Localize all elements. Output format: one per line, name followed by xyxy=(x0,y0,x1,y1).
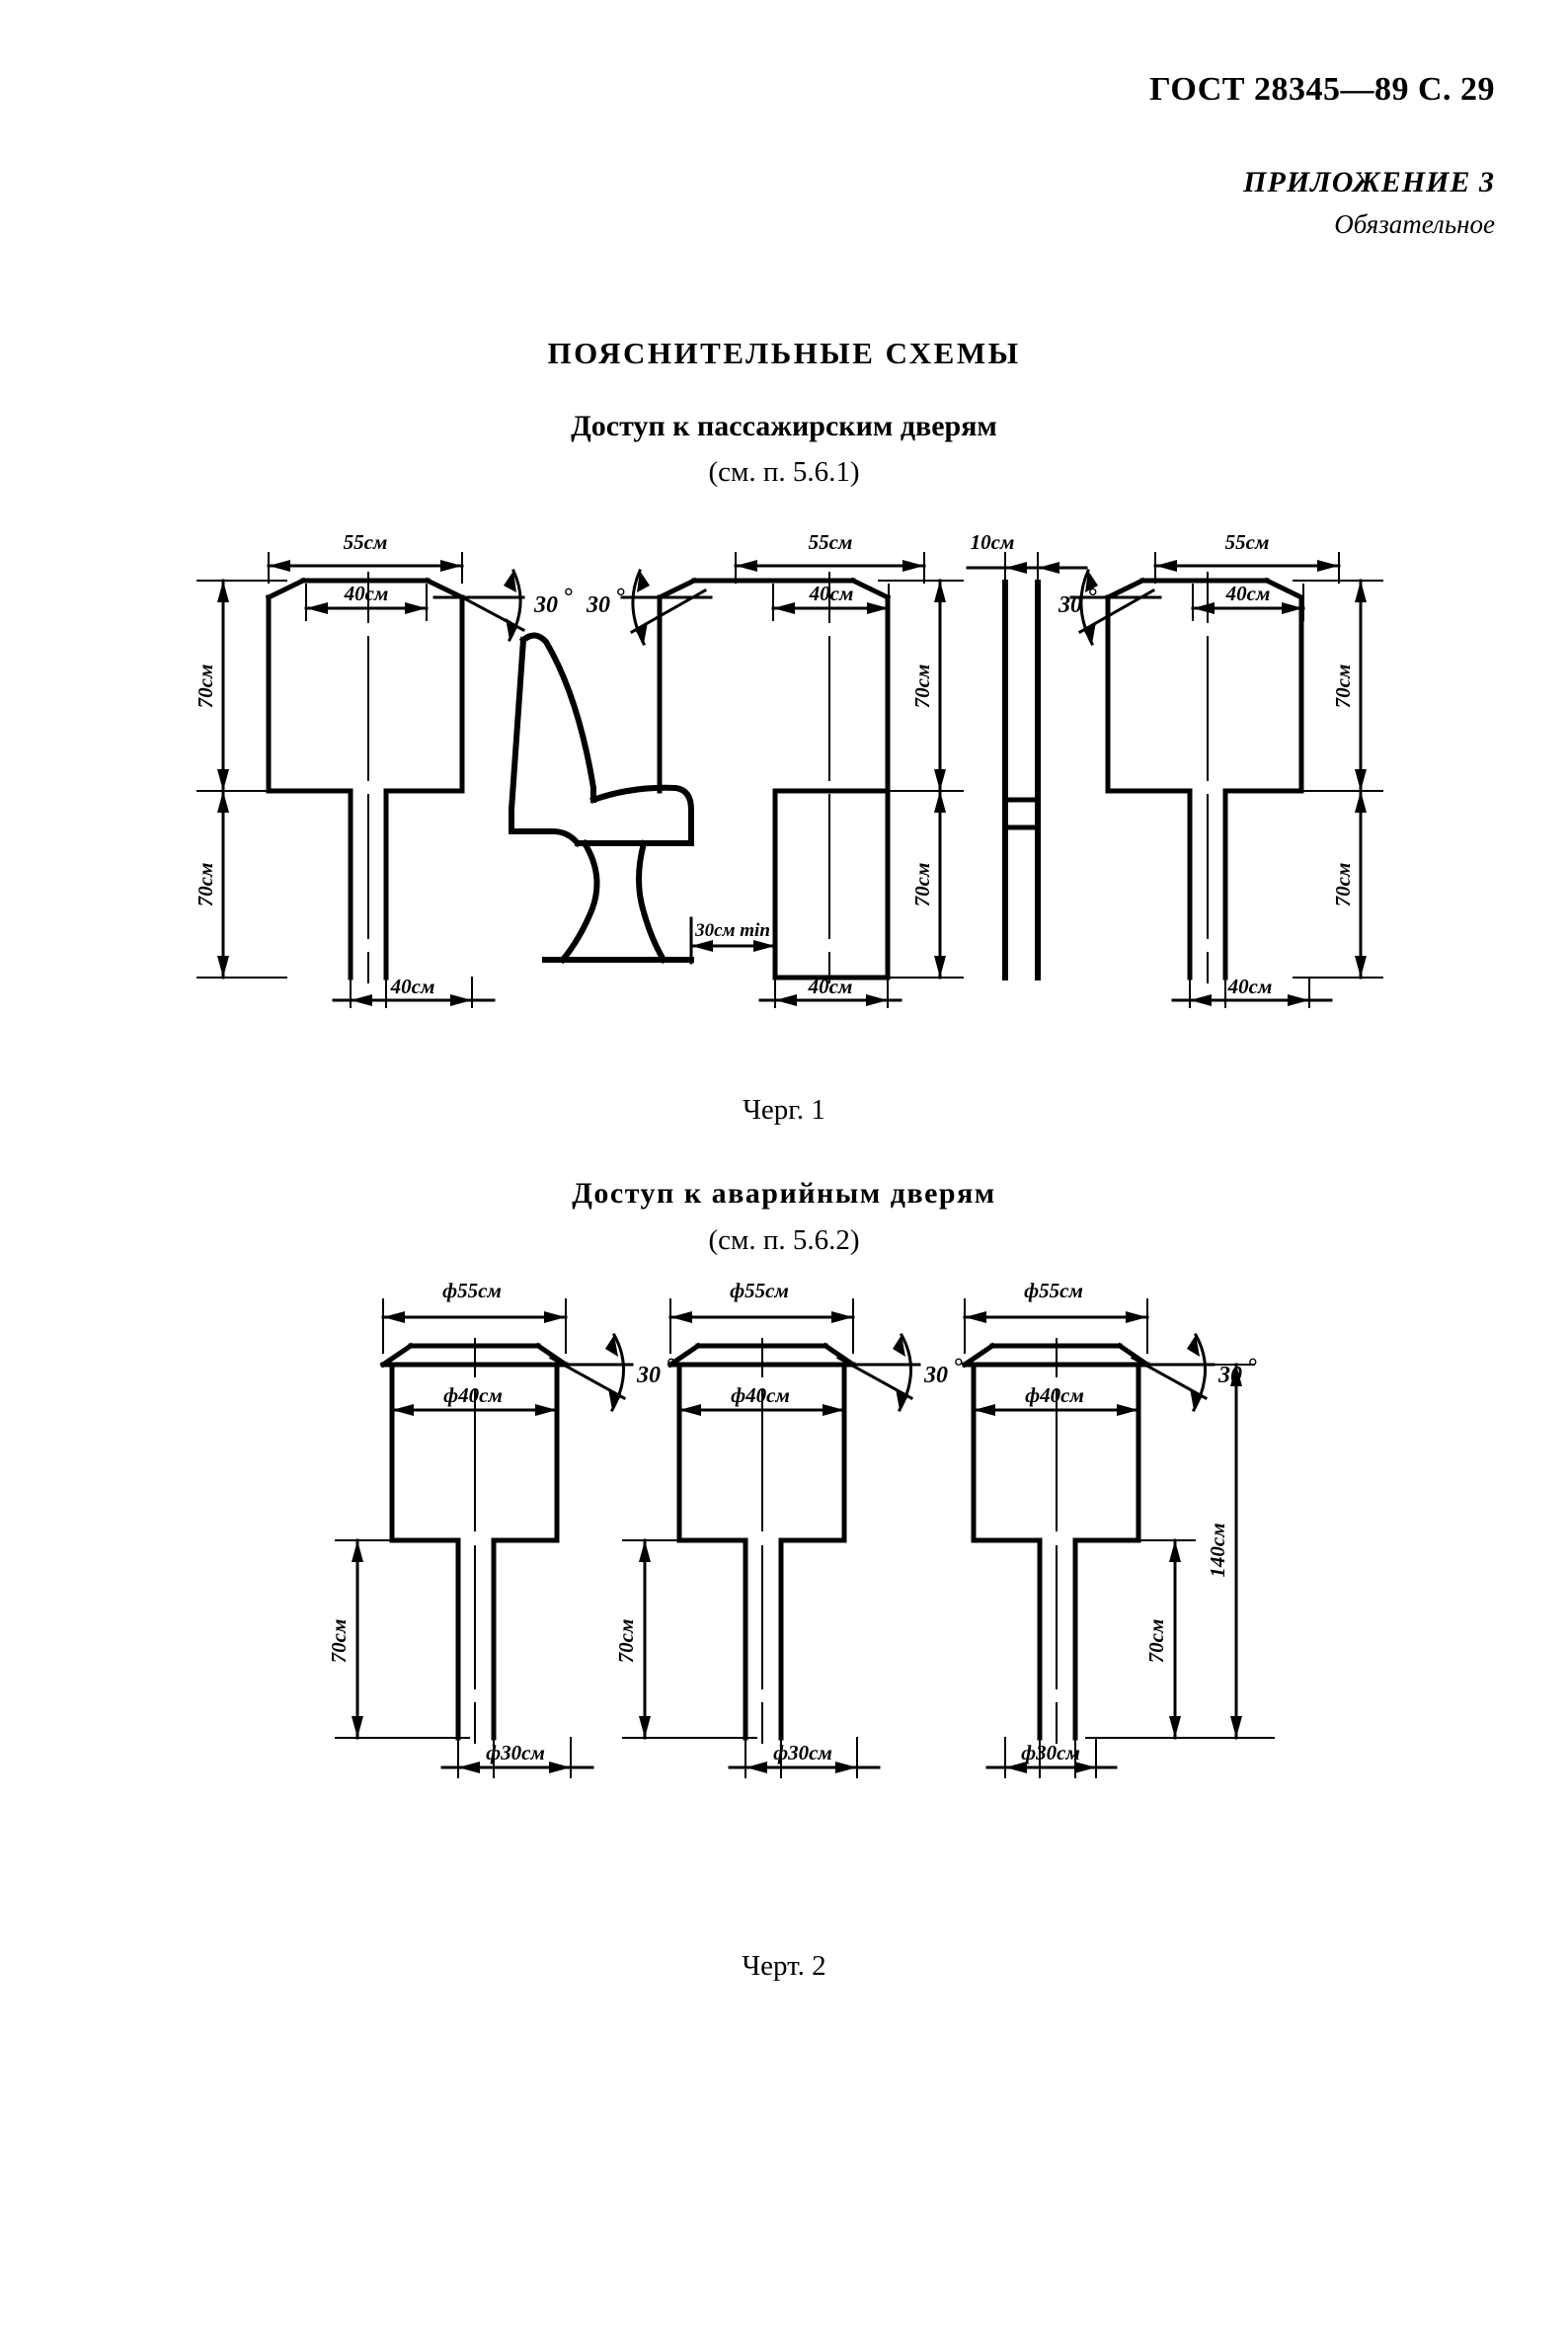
degree-symbol-v2: ° xyxy=(615,585,625,610)
page-header-standard-ref: ГОСТ 28345—89 С. 29 xyxy=(1149,71,1495,108)
angle-label-c3-30deg: 30 xyxy=(1217,1363,1242,1388)
annex-title: ПРИЛОЖЕНИЕ 3 xyxy=(1243,166,1495,198)
dim-label-v4-height70-lower: 70см xyxy=(1331,863,1355,907)
dim-label-v2-height70-lower: 70см xyxy=(910,863,934,907)
figure1-variant-3-pole xyxy=(966,552,1088,980)
dim-label-v4-width55: 55см xyxy=(1225,530,1270,554)
dim-label-c2-diam40: ф40см xyxy=(731,1383,790,1407)
figure1-caption: Черг. 1 xyxy=(743,1094,825,1126)
dim-label-c2-diam30: ф30см xyxy=(773,1741,832,1764)
angle-label-c2-30deg: 30 xyxy=(923,1363,948,1388)
dim-label-c1-height70: 70см xyxy=(327,1619,351,1664)
degree-symbol-v1: ° xyxy=(563,585,573,610)
figure2-variant-1 xyxy=(335,1298,634,1778)
dim-label-v4-width40: 40см xyxy=(1225,582,1271,605)
figure1-variant-2 xyxy=(620,552,964,1008)
dim-label-v1-height70-upper: 70см xyxy=(194,665,217,709)
dim-label-c3-diam40: ф40см xyxy=(1025,1383,1084,1407)
dim-label-v1-width40: 40см xyxy=(344,582,389,605)
dim-label-c2-diam55: ф55см xyxy=(730,1279,789,1302)
figure1-heading: Доступ к пассажирским дверям xyxy=(571,410,997,442)
dim-label-c3-diam30: ф30см xyxy=(1021,1741,1080,1764)
angle-label-v2-30deg: 30 xyxy=(586,592,610,618)
page-title: ПОЯСНИТЕЛЬНЫЕ СХЕМЫ xyxy=(547,336,1021,370)
degree-symbol-v3: ° xyxy=(1087,585,1097,610)
figure1-seat-profile xyxy=(509,632,694,965)
dim-label-v2-width55: 55см xyxy=(809,530,853,554)
dim-label-v4-height70-upper: 70см xyxy=(1331,665,1355,709)
dim-label-v1-height70-lower: 70см xyxy=(194,863,217,907)
degree-symbol-c2: ° xyxy=(953,1355,963,1380)
figure2-caption: Черт. 2 xyxy=(742,1950,826,1982)
figure1-subheading: (см. п. 5.6.1) xyxy=(708,456,860,488)
angle-label-c1-30deg: 30 xyxy=(636,1363,661,1388)
angle-label-v1-30deg: 30 xyxy=(533,592,558,618)
figure2-drawing: ф55см ф40см 70см ф30см 30 ° ф55см ф40см … xyxy=(327,1279,1275,1778)
figure1-variant-1 xyxy=(196,552,526,1008)
degree-symbol-c1: ° xyxy=(666,1355,675,1380)
degree-symbol-c3: ° xyxy=(1247,1355,1257,1380)
figure2-variant-2 xyxy=(622,1298,921,1778)
dim-label-v1-width55: 55см xyxy=(344,530,388,554)
figure2-heading: Доступ к аварийным дверям xyxy=(572,1177,996,1210)
dim-label-c2-height70: 70см xyxy=(614,1619,638,1664)
dim-label-v1-bottom40: 40см xyxy=(390,975,435,998)
figure2-variant-3 xyxy=(961,1298,1275,1778)
dim-label-c3-height140: 140см xyxy=(1206,1523,1229,1577)
annex-block: ПРИЛОЖЕНИЕ 3 Обязательное xyxy=(1243,166,1495,240)
figure1-variant-4 xyxy=(1069,552,1383,1008)
dim-label-c3-diam55: ф55см xyxy=(1024,1279,1083,1302)
dim-label-v2-height70-upper: 70см xyxy=(910,665,934,709)
dim-label-v2-bottom40: 40см xyxy=(808,975,853,998)
figure1-drawing: 55см 40см 70см 70см 40см 30 ° 30см min 5… xyxy=(194,530,1383,1008)
angle-label-v3-30deg: 30 xyxy=(1058,592,1082,618)
dim-label-seat-clearance: 30см min xyxy=(694,920,770,941)
dim-label-c1-diam55: ф55см xyxy=(442,1279,502,1302)
dim-label-c1-diam30: ф30см xyxy=(486,1741,545,1764)
dim-label-v2-width40: 40см xyxy=(809,582,854,605)
figure2-subheading: (см. п. 5.6.2) xyxy=(708,1224,860,1256)
dim-label-c1-diam40: ф40см xyxy=(443,1383,503,1407)
dim-label-pole-10cm: 10см xyxy=(971,530,1015,554)
annex-subtitle: Обязательное xyxy=(1334,209,1495,239)
dim-label-c3-height70: 70см xyxy=(1144,1619,1168,1664)
dim-label-v4-bottom40: 40см xyxy=(1227,975,1273,998)
